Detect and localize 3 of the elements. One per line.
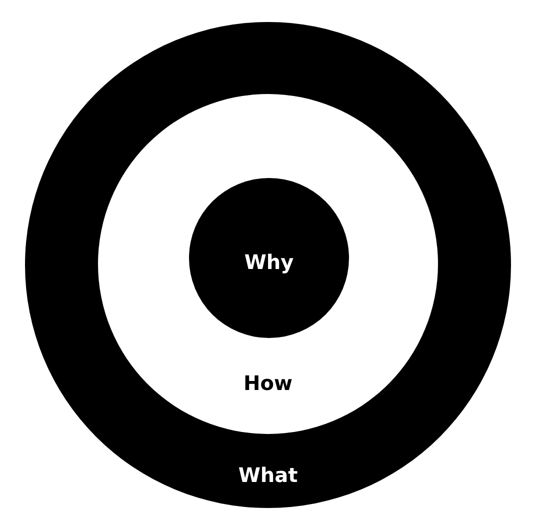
circle-label: Why [244,250,294,274]
circle-label: What [238,463,298,487]
circle-label: How [244,371,292,395]
